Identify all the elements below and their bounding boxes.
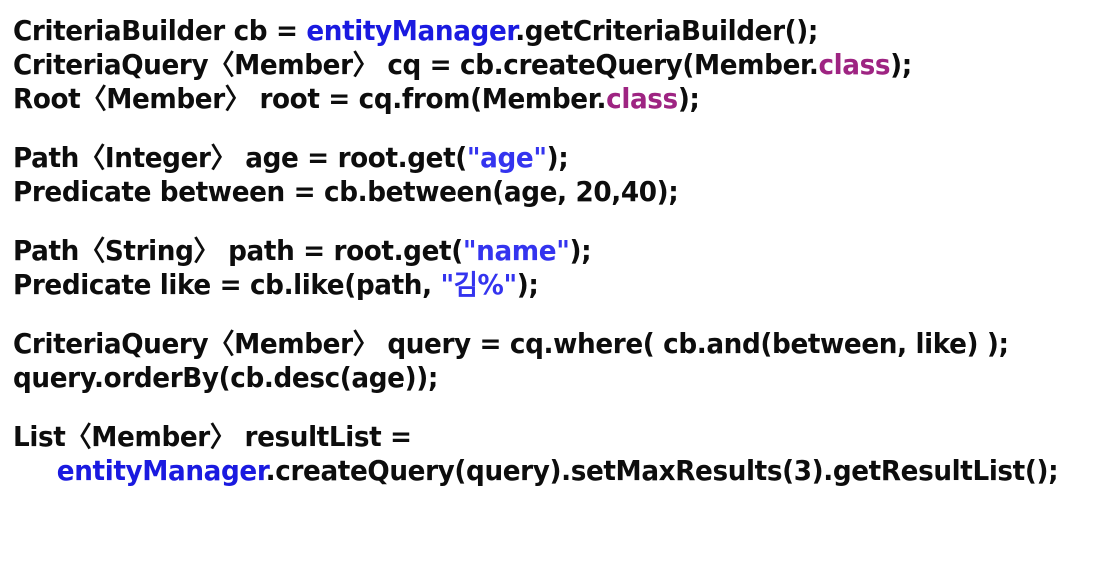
code-line: Predicate like = cb.like(path, "김%"); [13, 268, 1062, 302]
code-line: Predicate between = cb.between(age, 20,4… [13, 175, 1062, 209]
code-token-plain [13, 455, 57, 487]
code-line: CriteriaQuery〈Member〉 query = cq.where( … [13, 327, 1062, 361]
code-token-string: "김%" [440, 269, 517, 301]
code-token-plain: ); [546, 142, 569, 174]
code-line: Path〈Integer〉 age = root.get("age"); [13, 141, 1062, 175]
code-token-plain: .getCriteriaBuilder(); [515, 15, 819, 47]
code-token-keyword: class [606, 83, 678, 115]
code-line-blank [13, 209, 1062, 234]
code-line-blank [13, 395, 1062, 420]
code-token-plain: ); [569, 235, 592, 267]
code-token-plain: List〈Member〉 resultList = [13, 421, 412, 453]
code-token-ident: entityManager [56, 455, 266, 487]
code-token-plain: ); [677, 83, 700, 115]
code-line-blank [13, 302, 1062, 327]
code-token-plain: Predicate between = cb.between(age, 20,4… [13, 176, 679, 208]
code-line: query.orderBy(cb.desc(age)); [13, 361, 1062, 395]
code-line: entityManager.createQuery(query).setMaxR… [13, 454, 1062, 488]
code-line: List〈Member〉 resultList = [13, 420, 1062, 454]
code-token-keyword: class [818, 49, 891, 81]
code-line: CriteriaQuery〈Member〉 cq = cb.createQuer… [13, 48, 1062, 82]
code-token-plain: CriteriaBuilder cb = [13, 15, 307, 47]
code-token-plain: Root〈Member〉 root = cq.from(Member. [13, 83, 607, 115]
code-token-plain: Predicate like = cb.like(path, [13, 269, 441, 301]
code-token-ident: entityManager [306, 15, 516, 47]
code-token-plain: CriteriaQuery〈Member〉 query = cq.where( … [13, 328, 1009, 360]
code-line-blank [13, 116, 1062, 141]
code-token-plain: Path〈Integer〉 age = root.get( [13, 142, 467, 174]
code-token-plain: ); [516, 269, 539, 301]
code-token-plain: query.orderBy(cb.desc(age)); [13, 362, 438, 394]
code-line: Root〈Member〉 root = cq.from(Member.class… [13, 82, 1062, 116]
code-token-plain: Path〈String〉 path = root.get( [13, 235, 463, 267]
code-token-plain: CriteriaQuery〈Member〉 cq = cb.createQuer… [13, 49, 819, 81]
code-token-string: "age" [466, 142, 547, 174]
code-line: Path〈String〉 path = root.get("name"); [13, 234, 1062, 268]
code-token-plain: .createQuery(query).setMaxResults(3).get… [265, 455, 1059, 487]
code-token-string: "name" [462, 235, 570, 267]
code-token-plain: ); [890, 49, 912, 81]
code-line: CriteriaBuilder cb = entityManager.getCr… [13, 14, 1062, 48]
